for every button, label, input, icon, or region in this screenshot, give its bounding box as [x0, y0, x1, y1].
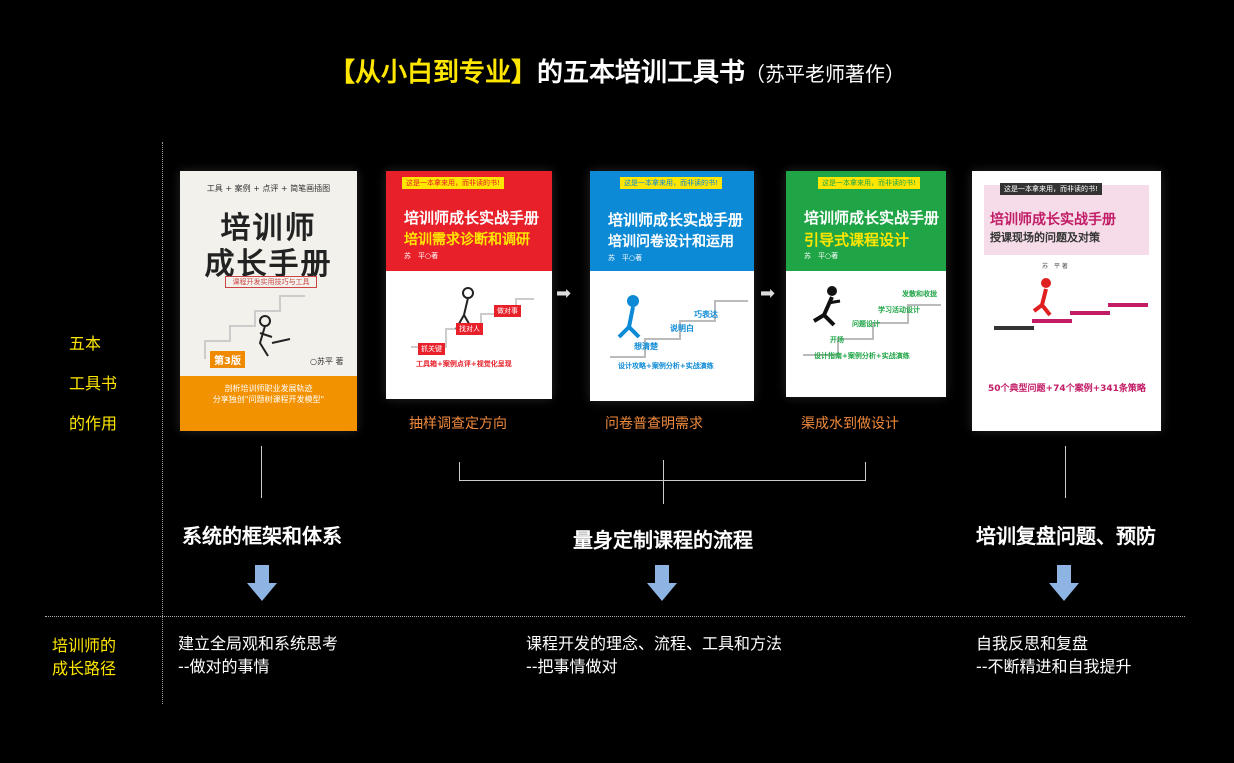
arrow-right-icon: ➡ [760, 283, 776, 304]
book-cover-3: 这是一本拿来用，而非读的书! 培训师成长实战手册 培训问卷设计和运用 苏 平○著… [590, 171, 754, 401]
book-banner: 这是一本拿来用，而非读的书! [402, 177, 504, 189]
stairs-illustration [803, 286, 941, 356]
stairs-illustration [994, 278, 1148, 330]
title-main: 的五本培训工具书 [537, 58, 746, 88]
desc-line: 建立全局观和系统思考 [178, 634, 339, 653]
desc-line: --做对的事情 [178, 657, 270, 676]
book-caption-4: 渠成水到做设计 [801, 416, 899, 432]
arrow-down-icon [1049, 565, 1079, 601]
page-title: 【从小白到专业】的五本培训工具书（苏平老师著作） [0, 52, 1234, 89]
book-header: 这是一本拿来用，而非读的书! 培训师成长实战手册 培训问卷设计和运用 苏 平○著 [590, 171, 754, 271]
section-desc-2: 课程开发的理念、流程、工具和方法 --把事情做对 [526, 632, 782, 678]
book-slogan: 设计指南+案例分析+实战演练 [814, 352, 910, 360]
vertical-divider [162, 142, 163, 704]
tag-3: 问题设计 [852, 320, 880, 328]
book-slogan: 设计攻略+案例分析+实战演练 [618, 362, 714, 370]
book-top-line: 工具 + 案例 + 点评 + 简笔画插图 [206, 184, 331, 193]
book-footer-line2: 分享独创"问题树课程开发模型" [212, 395, 325, 404]
section-title-2: 量身定制课程的流程 [573, 528, 753, 552]
book-author: 苏 平○著 [804, 252, 839, 260]
edition-badge: 第3版 [210, 351, 245, 368]
tag-1: 发散和收拢 [902, 290, 937, 298]
tag-3: 抓关键 [418, 343, 445, 355]
book-caption-3: 问卷普查明需求 [605, 416, 703, 432]
connector-line-left [261, 446, 262, 498]
title-sub: （苏平老师著作） [745, 62, 906, 86]
book-title-line1: 培训师成长实战手册 [608, 211, 744, 229]
desc-line: 自我反思和复盘 [976, 634, 1089, 653]
desc-line: --把事情做对 [526, 657, 618, 676]
book-title-line1: 培训师成长实战手册 [404, 209, 540, 227]
book-footer-band: 剖析培训师职业发展轨迹 分享独创"问题树课程开发模型" [180, 376, 357, 431]
tag-2: 做对事 [494, 305, 521, 317]
tag-1: 巧表达 [694, 310, 718, 319]
book-caption-2: 抽样调查定方向 [409, 416, 507, 432]
book-banner: 这是一本拿来用，而非读的书! [818, 177, 920, 189]
section-desc-3: 自我反思和复盘 --不断精进和自我提升 [976, 632, 1132, 678]
book-cover-4: 这是一本拿来用，而非读的书! 培训师成长实战手册 引导式课程设计 苏 平○著 发… [786, 171, 946, 397]
tag-3: 想清楚 [634, 342, 658, 351]
connector-line-right [1065, 446, 1066, 498]
book-slogan: 50个典型问题+74个案例+341条策略 [988, 384, 1146, 394]
book-footer-line1: 剖析培训师职业发展轨迹 [224, 384, 313, 393]
book-banner: 这是一本拿来用，而非读的书! [620, 177, 722, 189]
title-highlight: 【从小白到专业】 [328, 58, 537, 88]
section-title-1: 系统的框架和体系 [182, 524, 342, 548]
section-title-3: 培训复盘问题、预防 [976, 524, 1156, 548]
book-title-line2: 培训需求诊断和调研 [404, 232, 530, 248]
book-title-line2: 引导式课程设计 [804, 231, 910, 249]
stairs-illustration [610, 295, 748, 358]
desc-line: --不断精进和自我提升 [976, 657, 1132, 676]
book-title-line2: 授课现场的问题及对策 [990, 231, 1100, 244]
book-cover-1: 工具 + 案例 + 点评 + 简笔画插图 培训师 成长手册 课程开发实用技巧与工… [180, 171, 357, 431]
side-label-line: 工具书 [69, 374, 118, 393]
book-banner: 这是一本拿来用，而非读的书! [1000, 183, 1102, 195]
desc-line: 课程开发的理念、流程、工具和方法 [526, 634, 783, 653]
side-label-line: 的作用 [69, 414, 118, 433]
book-header: 这是一本拿来用，而非读的书! 培训师成长实战手册 培训需求诊断和调研 苏 平○著 [386, 171, 552, 271]
arrow-right-icon: ➡ [556, 283, 572, 304]
side-label-line: 培训师的 [52, 636, 117, 655]
book-author: ○苏平 著 [310, 357, 344, 366]
book-author: 苏 平 著 [1042, 263, 1068, 270]
tag-2: 说明白 [670, 324, 694, 333]
bracket-connector [459, 462, 866, 481]
section-desc-1: 建立全局观和系统思考 --做对的事情 [178, 632, 338, 678]
stairs-illustration [204, 295, 305, 359]
tag-4: 开场 [830, 336, 844, 344]
book-title-line1: 培训师成长实战手册 [804, 209, 940, 227]
book-cover-2: 这是一本拿来用，而非读的书! 培训师成长实战手册 培训需求诊断和调研 苏 平○著… [386, 171, 552, 399]
arrow-down-icon [247, 565, 277, 601]
book-title-line1: 培训师 [220, 211, 317, 246]
book-ribbon: 课程开发实用技巧与工具 [225, 276, 317, 288]
book-author: 苏 平○著 [404, 252, 439, 260]
book-header: 这是一本拿来用，而非读的书! 培训师成长实战手册 引导式课程设计 苏 平○著 [786, 171, 946, 271]
tag-2: 学习活动设计 [878, 306, 920, 314]
side-label-line: 成长路径 [52, 659, 117, 678]
book-title-line2: 培训问卷设计和运用 [608, 234, 734, 250]
book-slogan: 工具箱+案例点评+视觉化呈现 [416, 360, 512, 368]
book-title-line1: 培训师成长实战手册 [990, 212, 1116, 228]
side-label-line: 五本 [69, 334, 102, 353]
tag-1: 找对人 [456, 323, 483, 335]
book-header: 这是一本拿来用，而非读的书! 培训师成长实战手册 授课现场的问题及对策 [984, 183, 1149, 255]
arrow-down-icon [647, 565, 677, 601]
horizontal-divider [45, 616, 1185, 617]
side-label-tools: 五本 工具书 的作用 [69, 324, 117, 444]
book-author: 苏 平○著 [608, 254, 643, 262]
bracket-stem [663, 460, 664, 504]
book-cover-5: 这是一本拿来用，而非读的书! 培训师成长实战手册 授课现场的问题及对策 苏 平 … [972, 171, 1161, 431]
side-label-path: 培训师的 成长路径 [52, 634, 116, 680]
